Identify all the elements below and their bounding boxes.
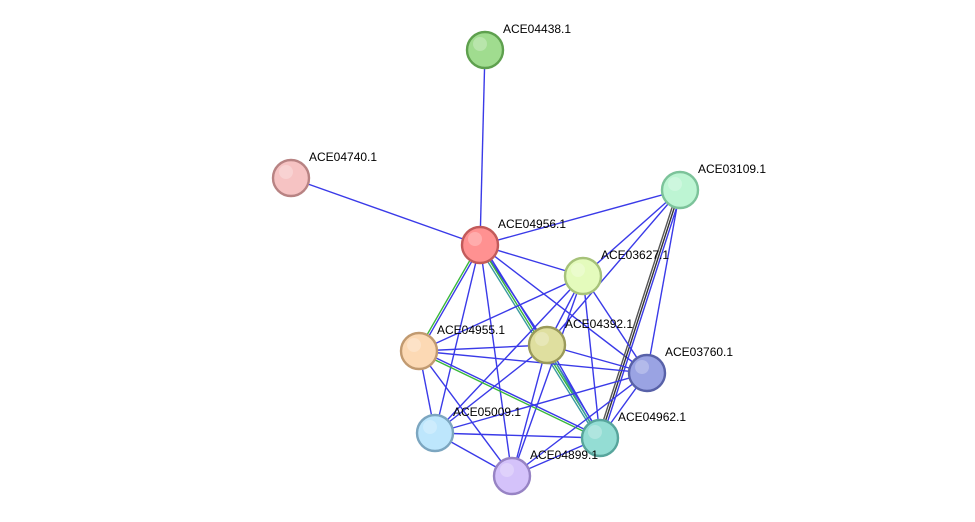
edge-ace04392-1-ace05009-1	[434, 344, 548, 434]
node-highlight	[423, 420, 437, 434]
edge-ace03109-1-ace03760-1	[646, 189, 681, 374]
edge-ace03627-1-ace04955-1	[418, 275, 584, 352]
node-ace04955-1[interactable]: ACE04955.1	[399, 323, 505, 371]
node-label: ACE03109.1	[698, 162, 766, 176]
node-label: ACE04962.1	[618, 410, 686, 424]
node-circle[interactable]	[660, 170, 700, 210]
edge-ace03109-1-ace03627-1	[582, 189, 681, 277]
edge-ace03109-1-ace04962-1-2	[599, 189, 681, 439]
node-highlight	[588, 425, 602, 439]
edge-ace04955-1-ace04962-1-1	[419, 349, 601, 438]
node-label: ACE03760.1	[665, 345, 733, 359]
edge-ace03627-1-ace03760-1	[582, 275, 648, 374]
node-circle[interactable]	[580, 418, 620, 458]
edge-ace04392-1-ace04899-1	[511, 344, 548, 477]
edge-ace04956-1-ace04899-1	[479, 244, 513, 477]
edge-ace03627-1-ace05009-1	[434, 275, 584, 434]
node-circle[interactable]	[465, 30, 505, 70]
node-highlight	[473, 37, 487, 51]
node-highlight	[668, 177, 682, 191]
node-highlight	[468, 232, 482, 246]
node-highlight	[407, 338, 421, 352]
node-label: ACE04438.1	[503, 22, 571, 36]
edge-ace04438-1-ace04956-1	[479, 49, 486, 246]
node-label: ACE04740.1	[309, 150, 377, 164]
node-ace04899-1[interactable]: ACE04899.1	[492, 448, 598, 496]
edge-ace04955-1-ace04392-1	[418, 344, 548, 352]
node-ace03109-1[interactable]: ACE03109.1	[660, 162, 766, 210]
edge-ace04955-1-ace04899-1	[418, 350, 513, 477]
node-ace04392-1[interactable]: ACE04392.1	[527, 317, 633, 365]
node-label: ACE04899.1	[530, 448, 598, 462]
edge-ace04956-1-ace04955-1-2	[417, 244, 480, 351]
node-highlight	[279, 165, 293, 179]
edge-ace03627-1-ace04899-1	[511, 275, 584, 477]
edge-ace03109-1-ace04392-1	[546, 189, 681, 346]
node-highlight	[571, 263, 585, 277]
node-circle[interactable]	[527, 325, 567, 365]
node-ace04956-1[interactable]: ACE04956.1	[460, 217, 566, 265]
edge-ace03109-1-ace04962-1-3	[597, 189, 679, 438]
node-circle[interactable]	[271, 158, 311, 198]
node-circle[interactable]	[563, 256, 603, 296]
edge-ace04740-1-ace04956-1	[290, 177, 481, 246]
node-label: ACE05009.1	[453, 405, 521, 419]
node-ace04438-1[interactable]: ACE04438.1	[465, 22, 571, 70]
node-ace05009-1[interactable]: ACE05009.1	[415, 405, 521, 453]
node-ace03760-1[interactable]: ACE03760.1	[627, 345, 733, 393]
edge-ace03760-1-ace05009-1	[434, 372, 648, 434]
node-label: ACE04392.1	[565, 317, 633, 331]
node-ace03627-1[interactable]: ACE03627.1	[563, 248, 669, 296]
edge-ace03109-1-ace04962-1-1	[601, 190, 683, 439]
node-label: ACE03627.1	[601, 248, 669, 262]
node-label: ACE04955.1	[437, 323, 505, 337]
edge-ace04956-1-ace03760-1	[479, 244, 648, 374]
edge-ace04955-1-ace03760-1	[418, 350, 648, 374]
node-highlight	[500, 463, 514, 477]
edge-ace03760-1-ace04899-1	[511, 372, 648, 477]
node-circle[interactable]	[415, 413, 455, 453]
node-ace04740-1[interactable]: ACE04740.1	[271, 150, 377, 198]
node-circle[interactable]	[627, 353, 667, 393]
node-layer: ACE04438.1ACE04740.1ACE03109.1ACE04956.1…	[271, 22, 766, 496]
edge-ace04955-1-ace04962-1-2	[418, 351, 600, 440]
node-highlight	[535, 332, 549, 346]
node-circle[interactable]	[492, 456, 532, 496]
edge-ace04956-1-ace03109-1	[479, 189, 681, 246]
edge-ace04956-1-ace05009-1	[434, 244, 481, 434]
node-ace04962-1[interactable]: ACE04962.1	[580, 410, 686, 458]
edge-ace05009-1-ace04962-1	[434, 432, 601, 439]
edge-ace04956-1-ace04955-1-1	[419, 245, 482, 352]
node-circle[interactable]	[399, 331, 439, 371]
node-highlight	[635, 360, 649, 374]
node-label: ACE04956.1	[498, 217, 566, 231]
node-circle[interactable]	[460, 225, 500, 265]
